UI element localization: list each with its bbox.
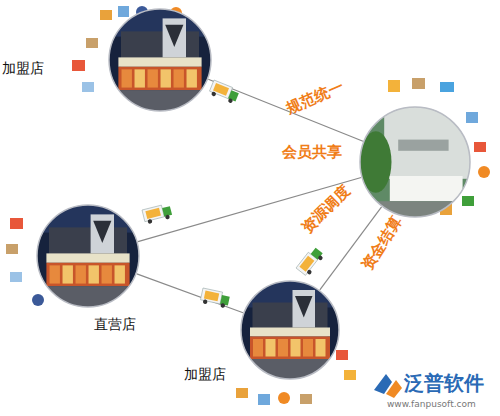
function-label: 会员共享: [282, 143, 342, 162]
function-label: 规范统一: [284, 77, 347, 119]
function-label: 资源调度: [298, 182, 354, 237]
truck-icon: [200, 288, 231, 309]
connector-layer: [137, 79, 382, 312]
headquarters-circle: [359, 106, 471, 218]
truck-icon: [296, 246, 325, 277]
store-label: 直营店: [94, 316, 136, 334]
store-circle: 直营店: [36, 204, 140, 308]
function-label: 资金结算: [358, 213, 406, 274]
watermark: 泛普软件: [404, 370, 484, 397]
truck-icon: [142, 203, 173, 225]
store-circle: 加盟店: [108, 8, 212, 112]
store-circle: 加盟店: [240, 280, 340, 380]
circle-outline: [36, 204, 140, 308]
circle-outline: [108, 8, 212, 112]
store-label: 加盟店: [184, 366, 226, 384]
logo-mark: [374, 374, 402, 398]
store-label: 加盟店: [2, 60, 44, 78]
circle-outline: [359, 106, 471, 218]
connector-line: [137, 274, 243, 313]
business-icons: [6, 6, 490, 405]
truck-icon: [208, 80, 240, 105]
connector-line: [138, 177, 361, 241]
decoration-layer: [6, 6, 490, 405]
watermark: www.fanpusoft.com: [387, 399, 476, 409]
circle-outline: [240, 280, 340, 380]
